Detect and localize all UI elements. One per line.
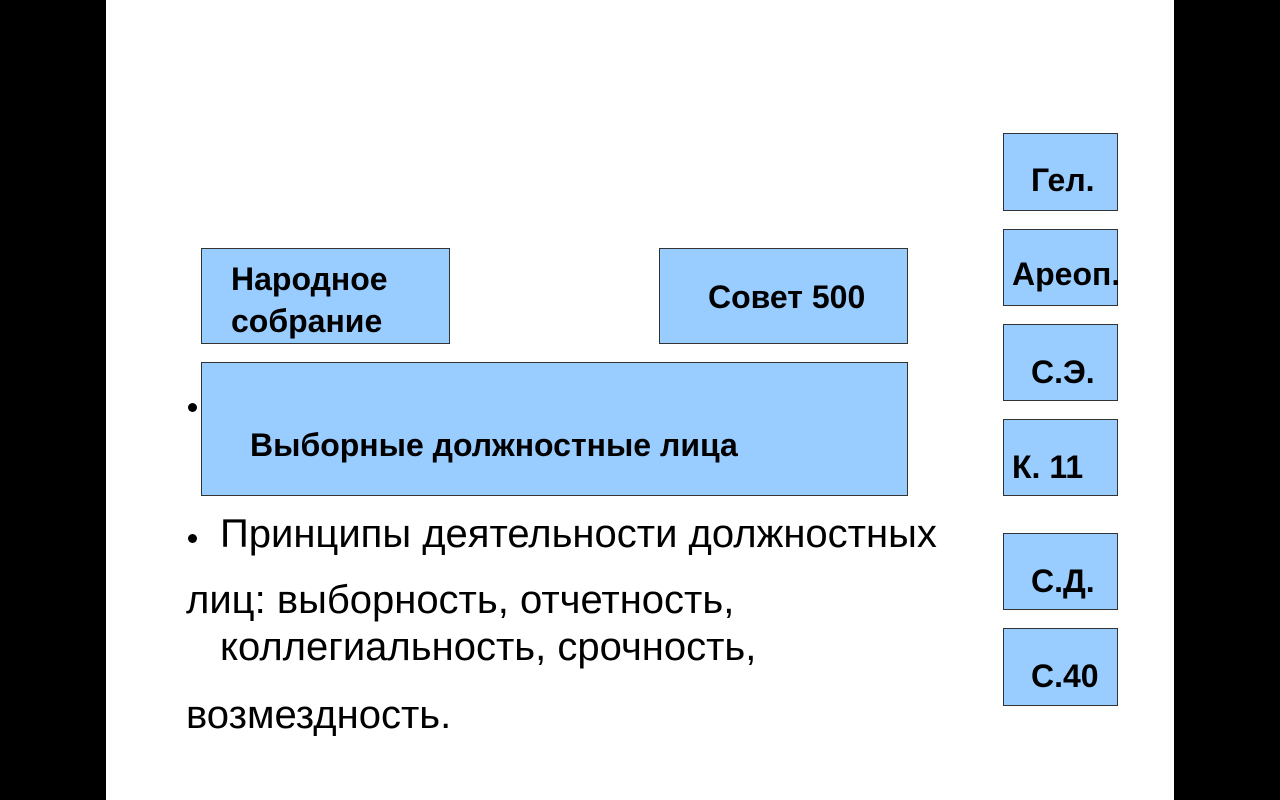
side-box-se-label: С.Э. — [1031, 354, 1095, 390]
side-box-areop-label: Ареоп. — [1012, 256, 1121, 292]
principles-line-4: возмездность. — [186, 693, 452, 737]
side-box-areop: Ареоп. — [1003, 229, 1121, 306]
side-box-gel-label: Гел. — [1031, 162, 1095, 198]
narodnoe-sobranie-label-line2: собрание — [231, 303, 383, 339]
side-box-s40-label: С.40 — [1031, 658, 1099, 694]
sovet-500-box: Совет 500 — [659, 248, 908, 344]
side-box-s40: С.40 — [1003, 628, 1118, 706]
principles-line-3: коллегиальность, срочность, — [220, 625, 757, 669]
slide: Народное собрание Совет 500 Выборные дол… — [106, 0, 1174, 800]
sovet-500-label: Совет 500 — [708, 279, 866, 315]
bullet — [188, 534, 197, 543]
side-box-sd-label: С.Д. — [1031, 563, 1095, 599]
vybornye-dolzhnostnye-litsa-label: Выборные должностные лица — [250, 427, 738, 463]
side-box-k11: К. 11 — [1003, 419, 1118, 496]
narodnoe-sobranie-box: Народное собрание — [201, 248, 450, 344]
side-box-sd: С.Д. — [1003, 533, 1118, 610]
side-box-gel: Гел. — [1003, 133, 1118, 211]
vybornye-dolzhnostnye-litsa-box: Выборные должностные лица — [201, 362, 908, 496]
principles-line-2: лиц: выборность, отчетность, — [186, 578, 735, 622]
side-box-k11-label: К. 11 — [1012, 449, 1084, 485]
side-box-se: С.Э. — [1003, 324, 1118, 401]
narodnoe-sobranie-label-line1: Народное — [231, 261, 388, 297]
principles-line-1: Принципы деятельности должностных — [220, 512, 937, 556]
hidden-bullet — [188, 403, 197, 412]
